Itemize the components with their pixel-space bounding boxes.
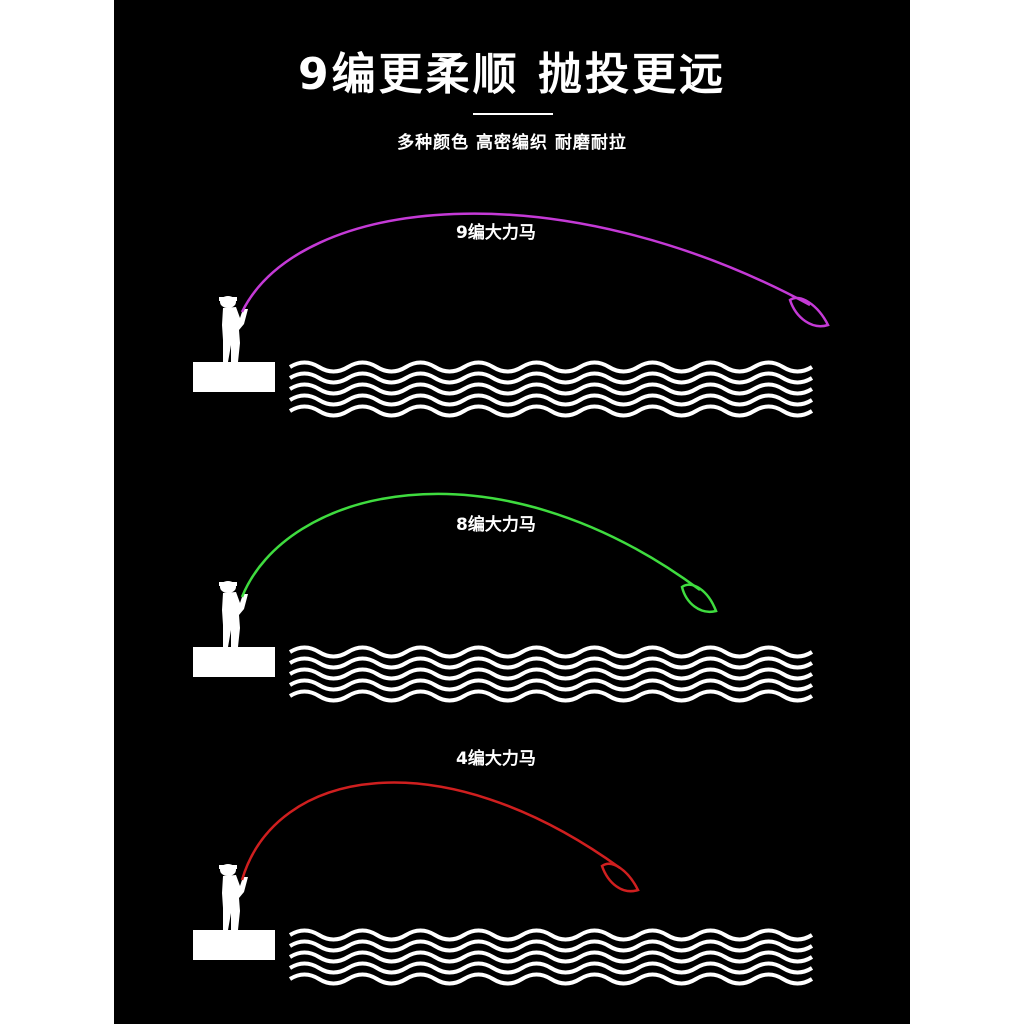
title-divider — [473, 113, 553, 115]
fishing-line-9 — [240, 212, 811, 313]
water-waves — [288, 928, 814, 986]
poster-background: 9编更柔顺 抛投更远 多种颜色 高密编织 耐磨耐拉 — [114, 0, 910, 1024]
lure-icon — [680, 583, 718, 614]
subtitle: 多种颜色 高密编织 耐磨耐拉 — [397, 133, 627, 153]
fishing-line-8 — [240, 492, 701, 598]
cast-label-9: 9编大力马 — [456, 223, 536, 243]
angler-silhouette-icon — [193, 864, 275, 960]
cast-row-1 — [193, 212, 830, 418]
cast-label-8: 8编大力马 — [456, 515, 536, 535]
water-waves — [288, 645, 814, 703]
headline: 9编更柔顺 抛投更远 — [298, 49, 726, 100]
angler-silhouette-icon — [193, 296, 275, 392]
cast-label-4: 4编大力马 — [456, 749, 536, 769]
fishing-line-4 — [240, 781, 621, 881]
angler-silhouette-icon — [193, 581, 275, 677]
lure-icon — [788, 296, 830, 328]
lure-icon — [600, 862, 640, 893]
water-waves — [288, 360, 814, 418]
cast-row-3 — [193, 781, 814, 986]
cast-row-2 — [193, 492, 814, 703]
